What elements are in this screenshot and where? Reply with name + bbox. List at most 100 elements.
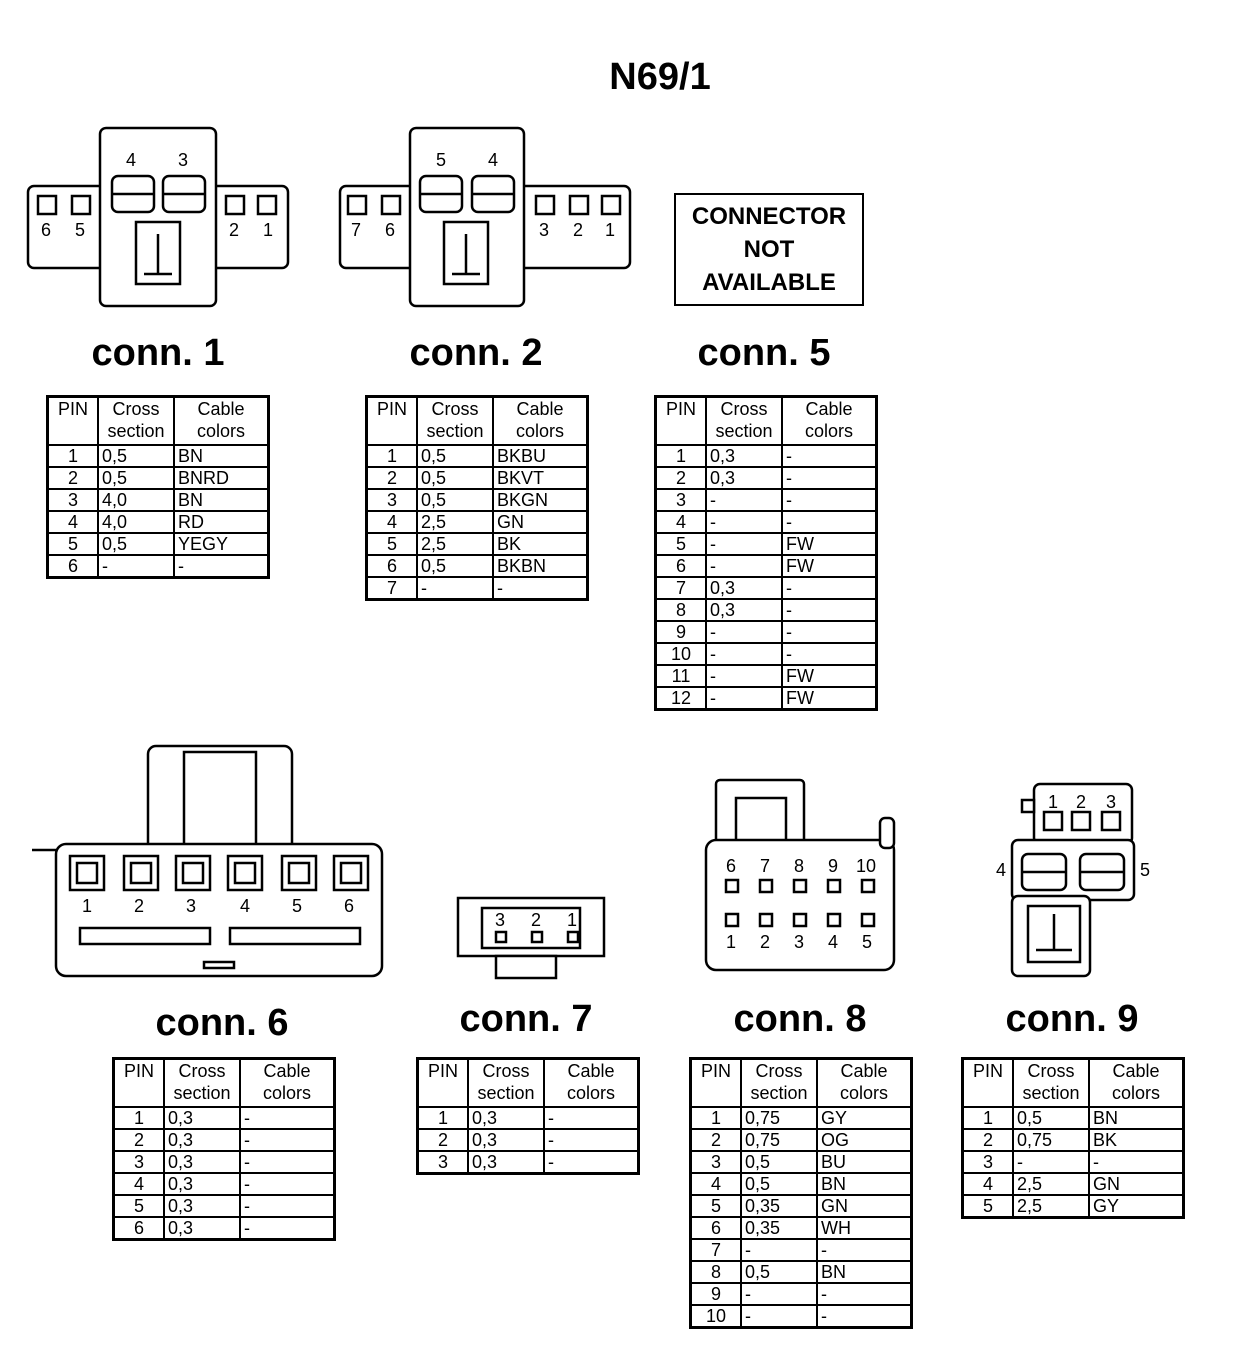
pin-cell: 9 (654, 620, 707, 644)
conn-9-label: conn. 9 (1005, 998, 1139, 1040)
cable-color-cell: - (816, 1238, 913, 1262)
cable-color-cell: - (173, 554, 270, 579)
conn-5-label: conn. 5 (697, 332, 831, 374)
pin-cell: 2 (112, 1128, 165, 1152)
pin-cell: 5 (365, 532, 418, 556)
cable-color-cell: - (816, 1304, 913, 1329)
cross-section-cell: - (705, 664, 783, 688)
pin-cell: 4 (961, 1172, 1014, 1196)
cable-color-cell: BU (816, 1150, 913, 1174)
cross-section-cell: 0,35 (740, 1216, 818, 1240)
pin-cell: 10 (689, 1304, 742, 1329)
cable-color-cell: - (781, 488, 878, 512)
conn-7-label: conn. 7 (459, 998, 593, 1040)
cross-section-cell: - (740, 1238, 818, 1262)
cross-section-cell: - (416, 576, 494, 601)
pin-cell: 2 (365, 466, 418, 490)
c8-pin-label: 8 (794, 856, 804, 876)
pin-cell: 8 (654, 598, 707, 622)
pin-cell: 5 (961, 1194, 1014, 1219)
c6-pin-label: 2 (134, 896, 144, 916)
header-line: Cross (755, 1061, 803, 1081)
c7-pin-label: 3 (495, 910, 505, 930)
cross-section-cell: 0,5 (1012, 1106, 1090, 1130)
c8-pin-label: 4 (828, 932, 838, 952)
cross-section-cell: 0,5 (97, 444, 175, 468)
table-row: 4-- (654, 510, 878, 534)
cable-color-cell: - (781, 576, 878, 600)
connector-2-drawing (338, 126, 632, 308)
c2-pin-label: 2 (573, 220, 583, 240)
cross-section-cell: - (705, 686, 783, 711)
cross-section-cell: 0,3 (163, 1128, 241, 1152)
pin-cell: 1 (654, 444, 707, 468)
cable-color-cell: - (239, 1128, 336, 1152)
pin-cell: 5 (112, 1194, 165, 1218)
pin-cell: 6 (689, 1216, 742, 1240)
na-line: CONNECTOR (691, 203, 847, 230)
cross-section-cell: - (705, 488, 783, 512)
cross-section-cell: 0,5 (740, 1150, 818, 1174)
pin-cell: 4 (112, 1172, 165, 1196)
c6-pin-label: 4 (240, 896, 250, 916)
c2-pin-label: 6 (385, 220, 395, 240)
c1-pin-label: 6 (41, 220, 51, 240)
pin-cell: 6 (365, 554, 418, 578)
cross-section-cell: 0,5 (97, 532, 175, 556)
cable-color-cell: YEGY (173, 532, 270, 556)
cable-color-cell: - (239, 1172, 336, 1196)
table-row: 3-- (961, 1150, 1185, 1174)
header-pin: PIN (961, 1057, 1014, 1108)
pin-cell: 11 (654, 664, 707, 688)
header-pin: PIN (365, 395, 418, 446)
table-row: 7-- (689, 1238, 913, 1262)
c8-pin-label: 10 (856, 856, 876, 876)
table-row: 7-- (365, 576, 589, 601)
pin-cell: 3 (961, 1150, 1014, 1174)
cross-section-cell: 0,5 (740, 1172, 818, 1196)
connector-not-available-box: CONNECTOR NOT AVAILABLE (674, 193, 864, 306)
c9-pin-label: 1 (1048, 792, 1058, 812)
table-row: 12-FW (654, 686, 878, 711)
cable-color-cell: BN (173, 444, 270, 468)
cross-section-cell: - (97, 554, 175, 579)
cross-section-cell: - (740, 1282, 818, 1306)
conn-2-label: conn. 2 (409, 332, 543, 374)
cable-color-cell: - (239, 1106, 336, 1130)
cross-section-cell: - (1012, 1150, 1090, 1174)
pin-cell: 3 (46, 488, 99, 512)
cable-color-cell: BNRD (173, 466, 270, 490)
pin-cell: 2 (416, 1128, 469, 1152)
cable-color-cell: BN (173, 488, 270, 512)
c9-pin-label: 5 (1140, 860, 1150, 880)
table-row: 9-- (689, 1282, 913, 1306)
cable-color-cell: GY (1088, 1194, 1185, 1219)
cross-section-cell: 0,3 (467, 1106, 545, 1130)
pin-cell: 4 (365, 510, 418, 534)
cross-section-cell: 0,3 (163, 1194, 241, 1218)
